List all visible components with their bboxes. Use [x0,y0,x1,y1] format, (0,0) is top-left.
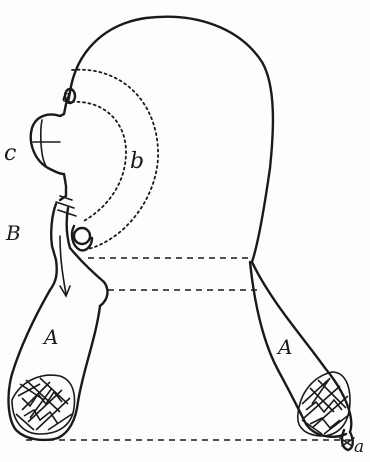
head-front-outline [31,92,70,200]
right-filling-hatch [298,372,350,436]
label-c: c [4,141,16,166]
dotted-arc-inner [72,102,126,222]
label-a-bottom: a [354,437,364,457]
left-filling-hatch [12,375,74,434]
tube-neck-inner [67,208,108,306]
neck-band [56,196,76,216]
lip [41,120,46,166]
label-A-left: A [42,325,58,349]
tube-neck [50,204,57,290]
label-b: b [130,149,144,174]
body-outline [70,17,351,432]
label-a-top: a [62,87,72,107]
label-A-right: A [276,335,292,359]
flow-arrow [60,236,66,294]
valve-ring [74,228,90,244]
label-B: B [5,221,21,245]
dotted-arc-outer [72,70,158,250]
